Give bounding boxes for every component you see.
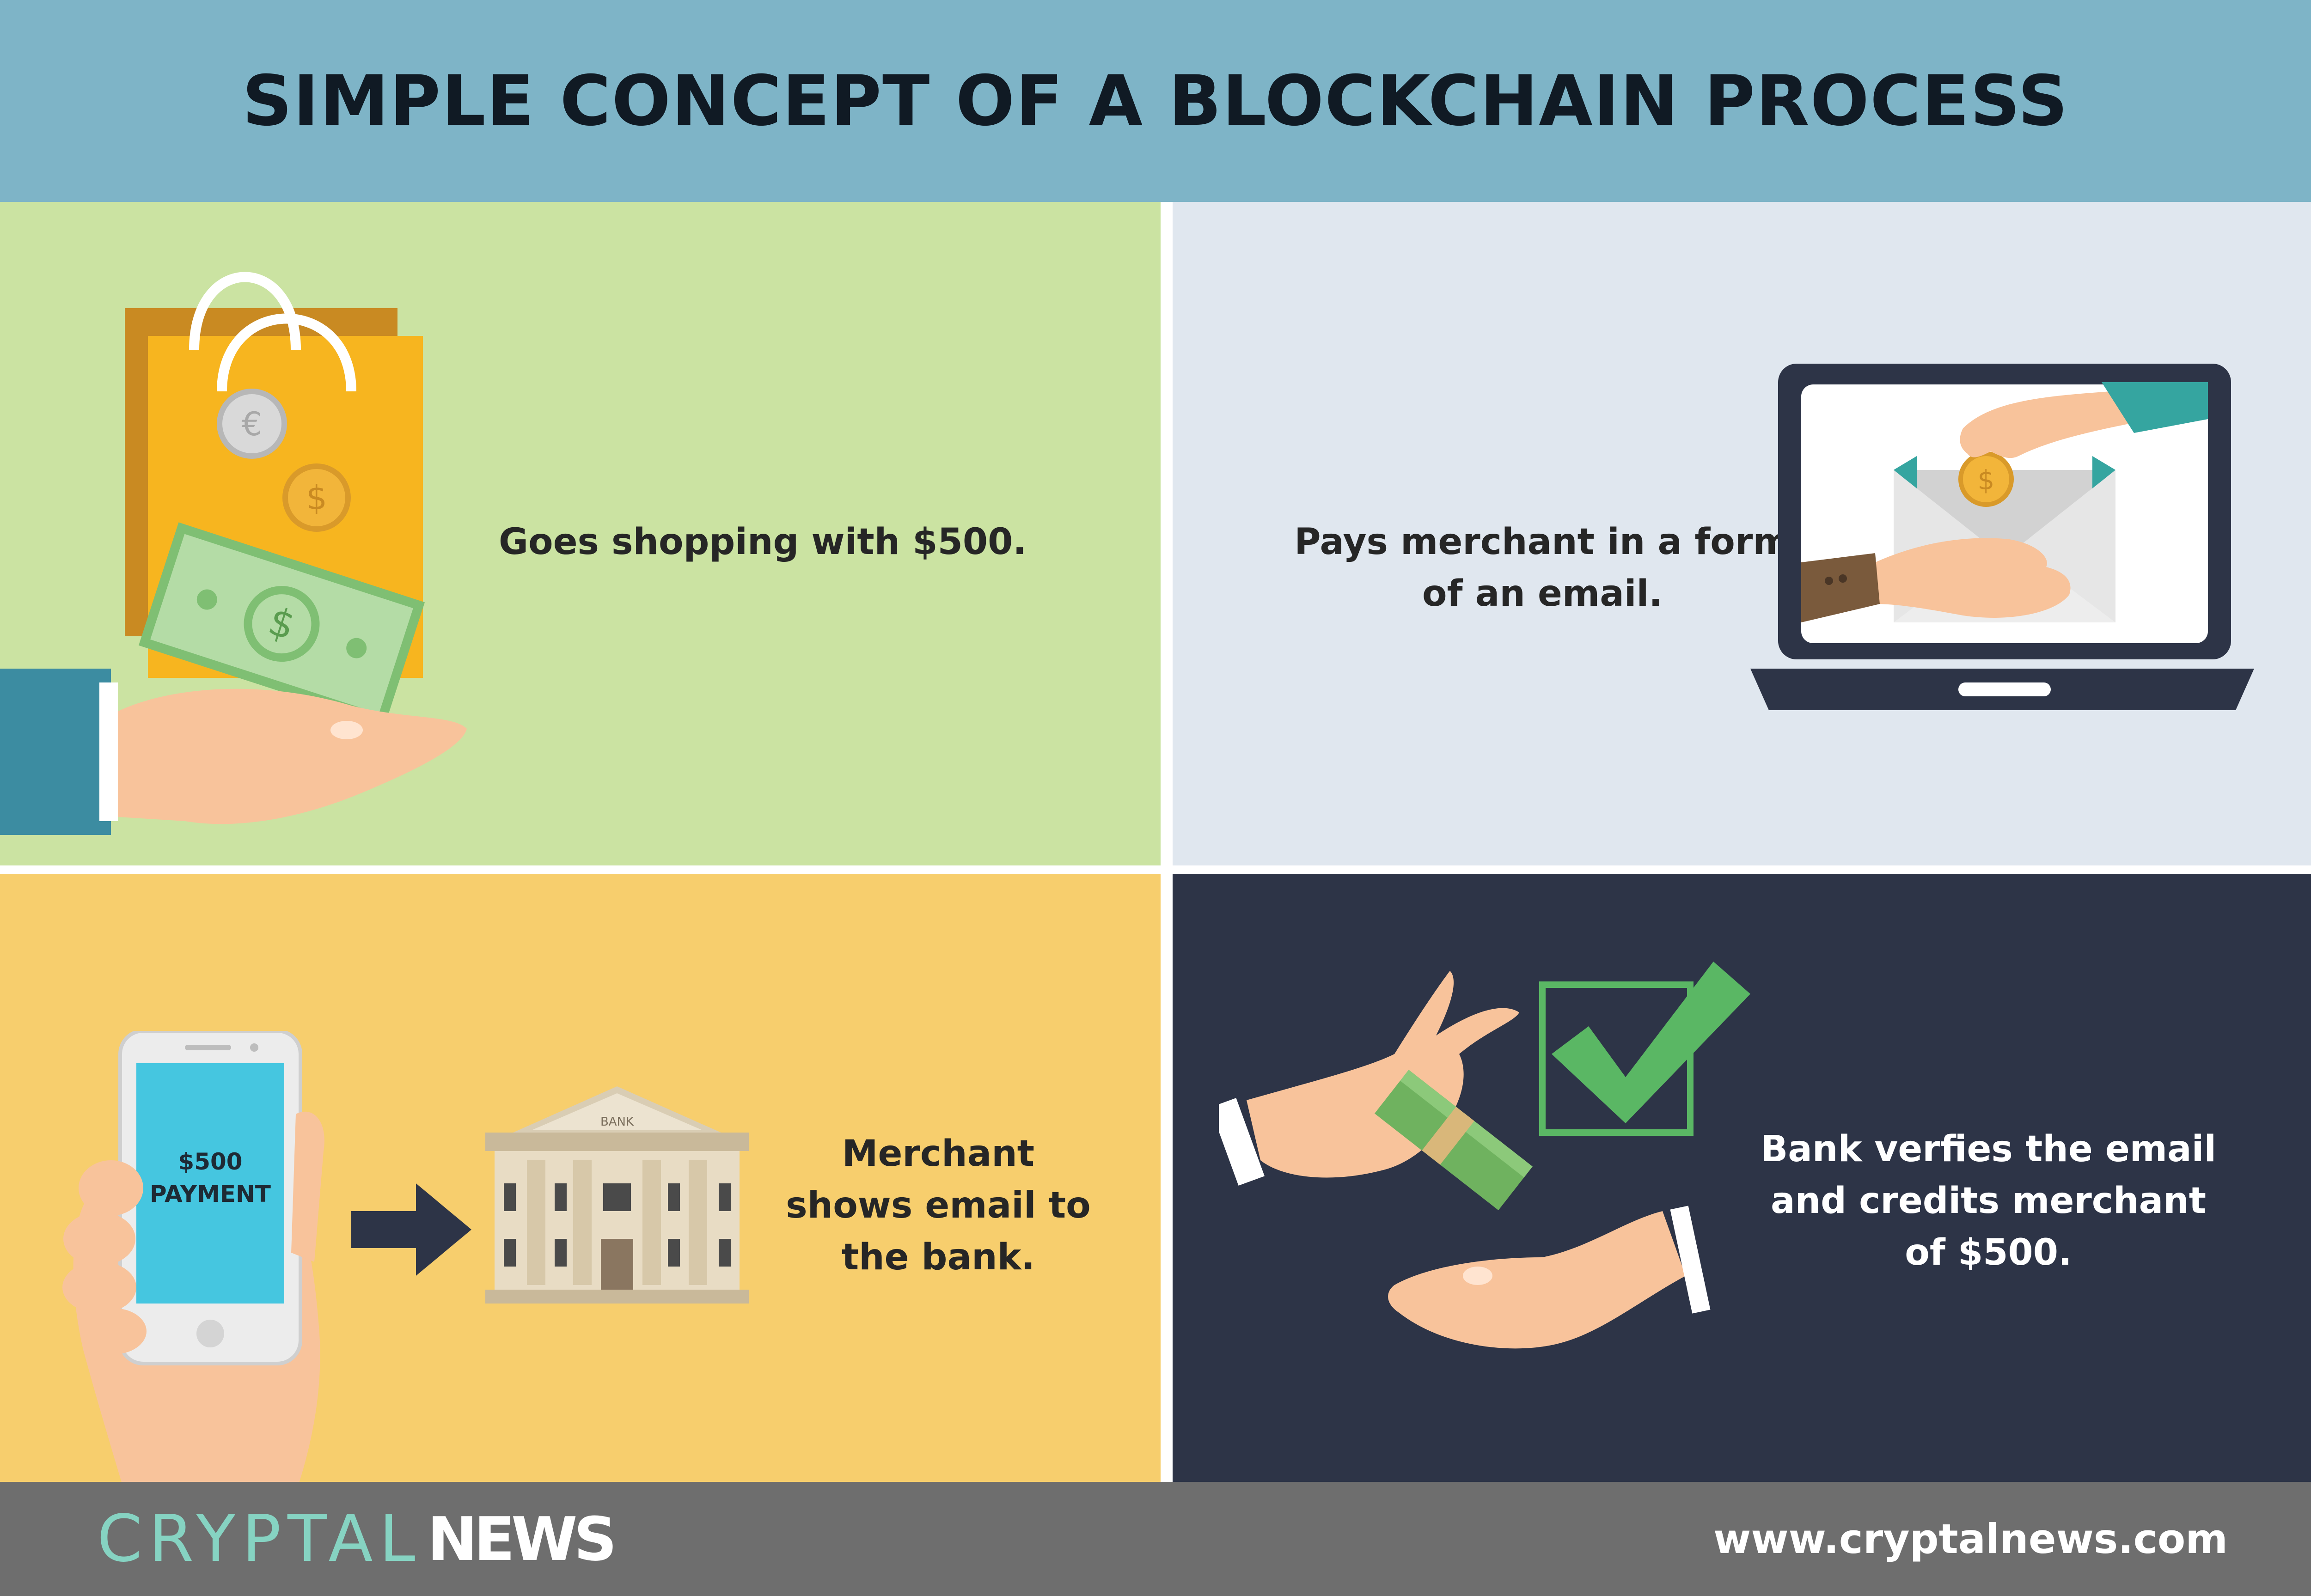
brand-logo-bold: NEWS (427, 1504, 617, 1574)
phone-payment-label: PAYMENT (150, 1181, 271, 1207)
svg-text:€: € (242, 405, 263, 443)
svg-text:$: $ (306, 478, 327, 517)
header-banner: SIMPLE CONCEPT OF A BLOCKCHAIN PROCESS (0, 0, 2311, 202)
hand-receiving-icon (1801, 538, 2071, 622)
caption-line: Goes shopping with $500. (498, 521, 1027, 563)
caption-line: Pays merchant in a form (1294, 521, 1791, 563)
page-title: SIMPLE CONCEPT OF A BLOCKCHAIN PROCESS (242, 61, 2069, 141)
caption-line: of $500. (1905, 1232, 2072, 1273)
caption-line: of an email. (1422, 573, 1663, 615)
cash-handover-illustration (1219, 962, 1750, 1349)
step-4-panel: Bank verfies the email and credits merch… (1173, 874, 2311, 1482)
step-4-caption: Bank verfies the email and credits merch… (1713, 1123, 2263, 1279)
footer-bar: CRYPTAL NEWS www.cryptalnews.com (0, 1482, 2311, 1596)
coin-icon: $ (1958, 451, 2014, 507)
step-3-panel: $500 PAYMENT BANK (0, 874, 1161, 1482)
phone-amount: $500 (178, 1148, 242, 1175)
brand-logo: CRYPTAL NEWS (97, 1482, 617, 1596)
caption-line: Bank verfies the email (1760, 1128, 2217, 1170)
caption-line: Merchant (842, 1133, 1035, 1175)
hand-pinching-cash-icon (1219, 971, 1519, 1186)
cash-stack-icon (1374, 1070, 1533, 1211)
shopping-bag-hand-illustration: € $ $ (0, 272, 467, 835)
step-2-caption: Pays merchant in a form of an email. (1242, 516, 1843, 620)
bank-building-icon: BANK (485, 1086, 749, 1304)
receiving-hand-icon (1388, 1206, 1711, 1349)
caption-line: and credits merchant (1770, 1180, 2207, 1222)
svg-text:$: $ (1978, 464, 1995, 496)
step-3-caption: Merchant shows email to the bank. (749, 1128, 1128, 1283)
banknote-icon: $ (138, 522, 425, 725)
step-1-panel: € $ $ (0, 202, 1161, 865)
fingers-icon (62, 1111, 324, 1354)
phone-in-hand-illustration: $500 PAYMENT (62, 1031, 324, 1482)
arrow-right-icon (351, 1183, 471, 1276)
website-link[interactable]: www.cryptalnews.com (1713, 1515, 2228, 1563)
bank-sign: BANK (600, 1115, 634, 1129)
caption-line: shows email to (786, 1185, 1091, 1226)
brand-logo-light: CRYPTAL (97, 1501, 422, 1577)
laptop-email-illustration: $ (1750, 364, 2254, 710)
checkbox-checked-icon (1539, 962, 1750, 1136)
hand-dropping-coin-icon (1960, 382, 2208, 458)
caption-line: the bank. (841, 1237, 1035, 1278)
euro-coin-icon: € (217, 389, 287, 459)
open-hand-icon (0, 669, 467, 835)
step-1-caption: Goes shopping with $500. (485, 516, 1040, 568)
step-2-panel: Pays merchant in a form of an email. $ (1173, 202, 2311, 865)
smartphone-icon: $500 PAYMENT (118, 1031, 302, 1365)
dollar-coin-icon: $ (282, 463, 351, 532)
